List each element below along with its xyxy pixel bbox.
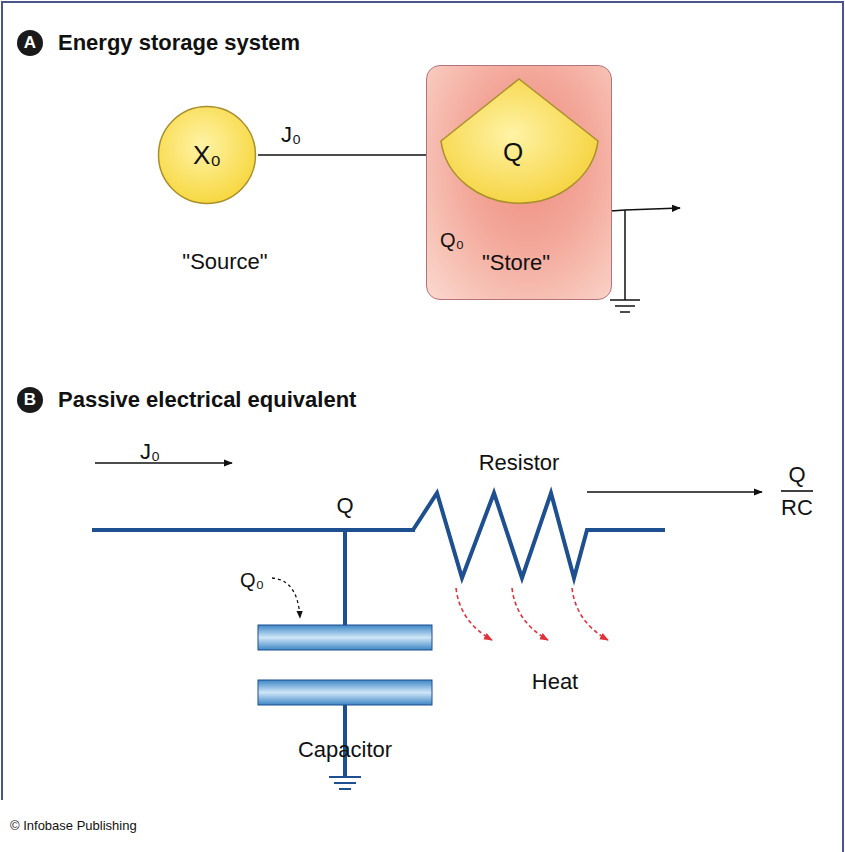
section-badge: AEnergy storage system xyxy=(17,30,43,56)
wire xyxy=(92,528,415,532)
section-heading: Passive electrical equivalent xyxy=(58,388,356,412)
ground-symbol xyxy=(329,777,361,789)
resistor-symbol xyxy=(413,493,665,578)
q0-arrow xyxy=(272,578,300,618)
section-badge: BPassive electrical equivalent xyxy=(17,387,43,413)
section-heading: Energy storage system xyxy=(58,31,300,55)
node-label: X₀ xyxy=(193,141,221,170)
store-label: "Store" xyxy=(482,251,550,275)
fraction-bar xyxy=(781,490,813,492)
quantity-label: Q₀ xyxy=(240,569,264,591)
part-label: Resistor xyxy=(479,451,560,475)
badge-letter: A xyxy=(24,34,36,53)
store-box: "Store" Q xyxy=(426,65,612,300)
ground-symbol xyxy=(610,300,640,312)
flow-arrow xyxy=(258,154,444,156)
part-label: Capacitor xyxy=(298,738,392,762)
node-label: Q xyxy=(503,138,523,167)
ground-wire xyxy=(624,210,626,300)
store-shape: Q xyxy=(438,78,601,213)
part-label: Heat xyxy=(532,670,578,694)
source-label: "Source" xyxy=(182,250,267,274)
source-circle: X₀"Source" xyxy=(157,105,257,205)
capacitor-plate xyxy=(258,680,432,705)
copyright-note: © Infobase Publishing xyxy=(10,819,137,833)
current-label: J₀ xyxy=(140,440,160,464)
fraction-denominator: RC xyxy=(781,496,813,520)
output-arrow xyxy=(587,491,762,492)
quantity-label: Q₀ xyxy=(440,229,464,251)
edge-label: J₀ xyxy=(281,123,301,147)
node-label: Q xyxy=(336,494,353,518)
capacitor-plate xyxy=(258,625,432,650)
fraction-numerator: Q xyxy=(788,463,805,487)
badge-letter: B xyxy=(24,391,36,410)
heat-arrows xyxy=(456,588,608,640)
current-arrow xyxy=(95,462,232,463)
